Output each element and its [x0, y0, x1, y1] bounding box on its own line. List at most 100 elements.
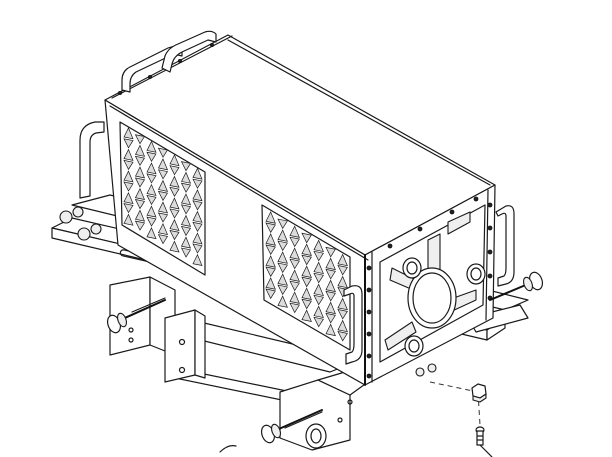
vent-perforation	[123, 170, 134, 183]
handle-top-right	[161, 30, 217, 73]
vent-perforation	[180, 204, 192, 215]
vent-perforation	[169, 208, 180, 219]
vent-perforation	[277, 240, 288, 252]
vent-perforation	[134, 144, 146, 157]
vent-perforation	[301, 309, 312, 322]
vent-perforation	[289, 302, 300, 314]
vent-perforation	[180, 182, 192, 193]
vent-perforation	[192, 232, 203, 245]
knob-bottom-bracket	[305, 423, 327, 449]
vent-perforation	[313, 272, 324, 284]
vent-perforation	[146, 194, 157, 206]
vent-perforation	[157, 147, 169, 158]
rivets-end-face	[366, 196, 493, 379]
vent-perforation	[146, 151, 157, 162]
vent-perforation	[192, 189, 203, 202]
vent-perforation	[337, 264, 348, 276]
vent-perforation	[289, 247, 300, 260]
vent-perforation	[134, 155, 146, 167]
vent-perforation	[180, 236, 192, 249]
handle-left-rear	[79, 121, 105, 199]
vent-perforation	[192, 200, 203, 211]
thumb-screw-left	[106, 297, 166, 334]
vent-perforation	[146, 216, 157, 227]
vent-perforation	[325, 323, 336, 337]
vent-perforation	[146, 140, 157, 153]
vent-perforation	[157, 234, 169, 245]
vent-perforation	[301, 287, 312, 300]
vent-perforation	[301, 276, 312, 288]
vent-perforation	[337, 330, 348, 342]
knob-top-left	[402, 257, 422, 279]
vent-perforation	[277, 262, 288, 274]
vent-perforation	[157, 169, 169, 180]
vent-perforation	[289, 269, 300, 282]
vent-perforation	[277, 295, 288, 308]
vent-perforation	[277, 273, 288, 286]
vent-perforation	[325, 246, 336, 258]
bolt-icon	[475, 426, 485, 446]
vent-perforation	[157, 158, 169, 171]
vent-perforation	[123, 213, 134, 226]
vent-perforation	[289, 291, 300, 304]
vent-perforation	[325, 301, 336, 315]
thumb-screw-right	[489, 271, 544, 301]
vent-perforation	[289, 258, 300, 270]
knob-bottom	[404, 335, 424, 357]
vent-grille-left	[119, 121, 206, 276]
vent-perforation	[180, 193, 192, 206]
vent-perforation	[325, 257, 336, 271]
vent-perforation	[337, 275, 348, 289]
vent-perforation	[123, 191, 134, 205]
leader-line	[219, 445, 237, 453]
vent-perforation	[123, 138, 134, 149]
vent-perforation	[301, 254, 312, 266]
vent-perforation	[169, 240, 180, 253]
vent-perforation	[325, 279, 336, 293]
vent-perforation	[277, 218, 288, 230]
vent-perforation	[289, 225, 300, 238]
vent-perforation	[157, 212, 169, 223]
vent-perforation	[123, 159, 134, 171]
vent-perforation	[169, 165, 180, 176]
vent-perforation	[192, 221, 203, 233]
vent-perforation	[265, 233, 276, 246]
vent-perforation	[146, 183, 157, 196]
vent-perforation	[192, 243, 203, 254]
vent-perforation	[192, 210, 203, 223]
vent-perforation	[313, 316, 324, 328]
vent-perforation	[289, 280, 300, 292]
vent-perforation	[134, 177, 146, 188]
vent-perforation	[157, 190, 169, 202]
end-plate	[379, 204, 486, 363]
nut-icon	[471, 383, 487, 403]
vent-perforation	[146, 173, 157, 184]
vent-perforation	[123, 181, 134, 192]
vent-perforation	[146, 162, 157, 175]
vent-perforation	[301, 243, 312, 256]
vent-perforation	[123, 203, 134, 214]
vent-perforation	[265, 288, 276, 300]
vent-perforation	[301, 232, 312, 244]
vent-perforation	[265, 222, 276, 234]
vent-perforation	[277, 284, 288, 296]
handle-end-right	[495, 205, 515, 287]
vent-perforation	[265, 255, 276, 268]
vent-perforation	[301, 265, 312, 278]
vent-perforation	[134, 166, 146, 179]
vent-perforation	[265, 211, 276, 224]
vent-perforation	[157, 201, 169, 214]
vent-perforation	[337, 253, 348, 267]
exploded-hardware	[429, 381, 493, 457]
vent-perforation	[192, 253, 203, 267]
knob-top-right	[466, 263, 486, 285]
vent-perforation	[180, 171, 192, 184]
vent-perforation	[313, 261, 324, 275]
vent-perforation	[192, 167, 203, 180]
vent-perforation	[313, 283, 324, 297]
vent-perforation	[337, 319, 348, 333]
vent-perforation	[289, 236, 300, 248]
vent-perforation	[313, 239, 324, 253]
vent-perforation	[134, 134, 146, 145]
